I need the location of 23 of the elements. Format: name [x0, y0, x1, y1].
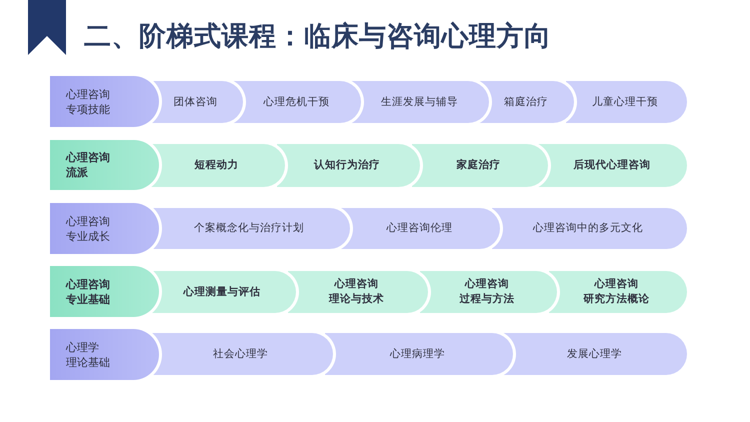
course-pill: 个案概念化与治疗计划 [151, 205, 353, 252]
row-heading-tab: 心理咨询专业成长 [50, 200, 162, 257]
course-pill: 生涯发展与辅导 [351, 78, 492, 126]
course-pill: 心理咨询过程与方法 [420, 268, 560, 316]
course-pill: 心理病理学 [325, 330, 516, 378]
course-pill: 发展心理学 [503, 330, 690, 378]
course-pill: 后现代心理咨询 [538, 141, 690, 190]
course-pill: 心理咨询研究方法概论 [549, 268, 690, 316]
course-pill: 短程动力 [151, 141, 288, 190]
row-heading-tab: 心理学理论基础 [50, 326, 162, 383]
course-pill: 社会心理学 [151, 330, 336, 378]
row-heading-tab: 心理咨询专项技能 [50, 73, 162, 130]
course-pill: 认知行为治疗 [277, 141, 423, 190]
course-pill: 心理测量与评估 [151, 268, 299, 316]
row-heading-tab: 心理咨询流派 [50, 137, 162, 193]
course-pill: 心理咨询理论与技术 [288, 268, 431, 316]
row-heading-tab: 心理咨询专业基础 [50, 263, 162, 320]
course-pill: 心理咨询伦理 [340, 205, 503, 252]
course-pill: 心理咨询中的多元文化 [492, 205, 690, 252]
page-title: 二、阶梯式课程：临床与咨询心理方向 [84, 21, 552, 53]
course-pill: 家庭治疗 [412, 141, 551, 190]
course-pill: 儿童心理干预 [566, 78, 690, 126]
course-pill: 心理危机干预 [231, 78, 364, 126]
